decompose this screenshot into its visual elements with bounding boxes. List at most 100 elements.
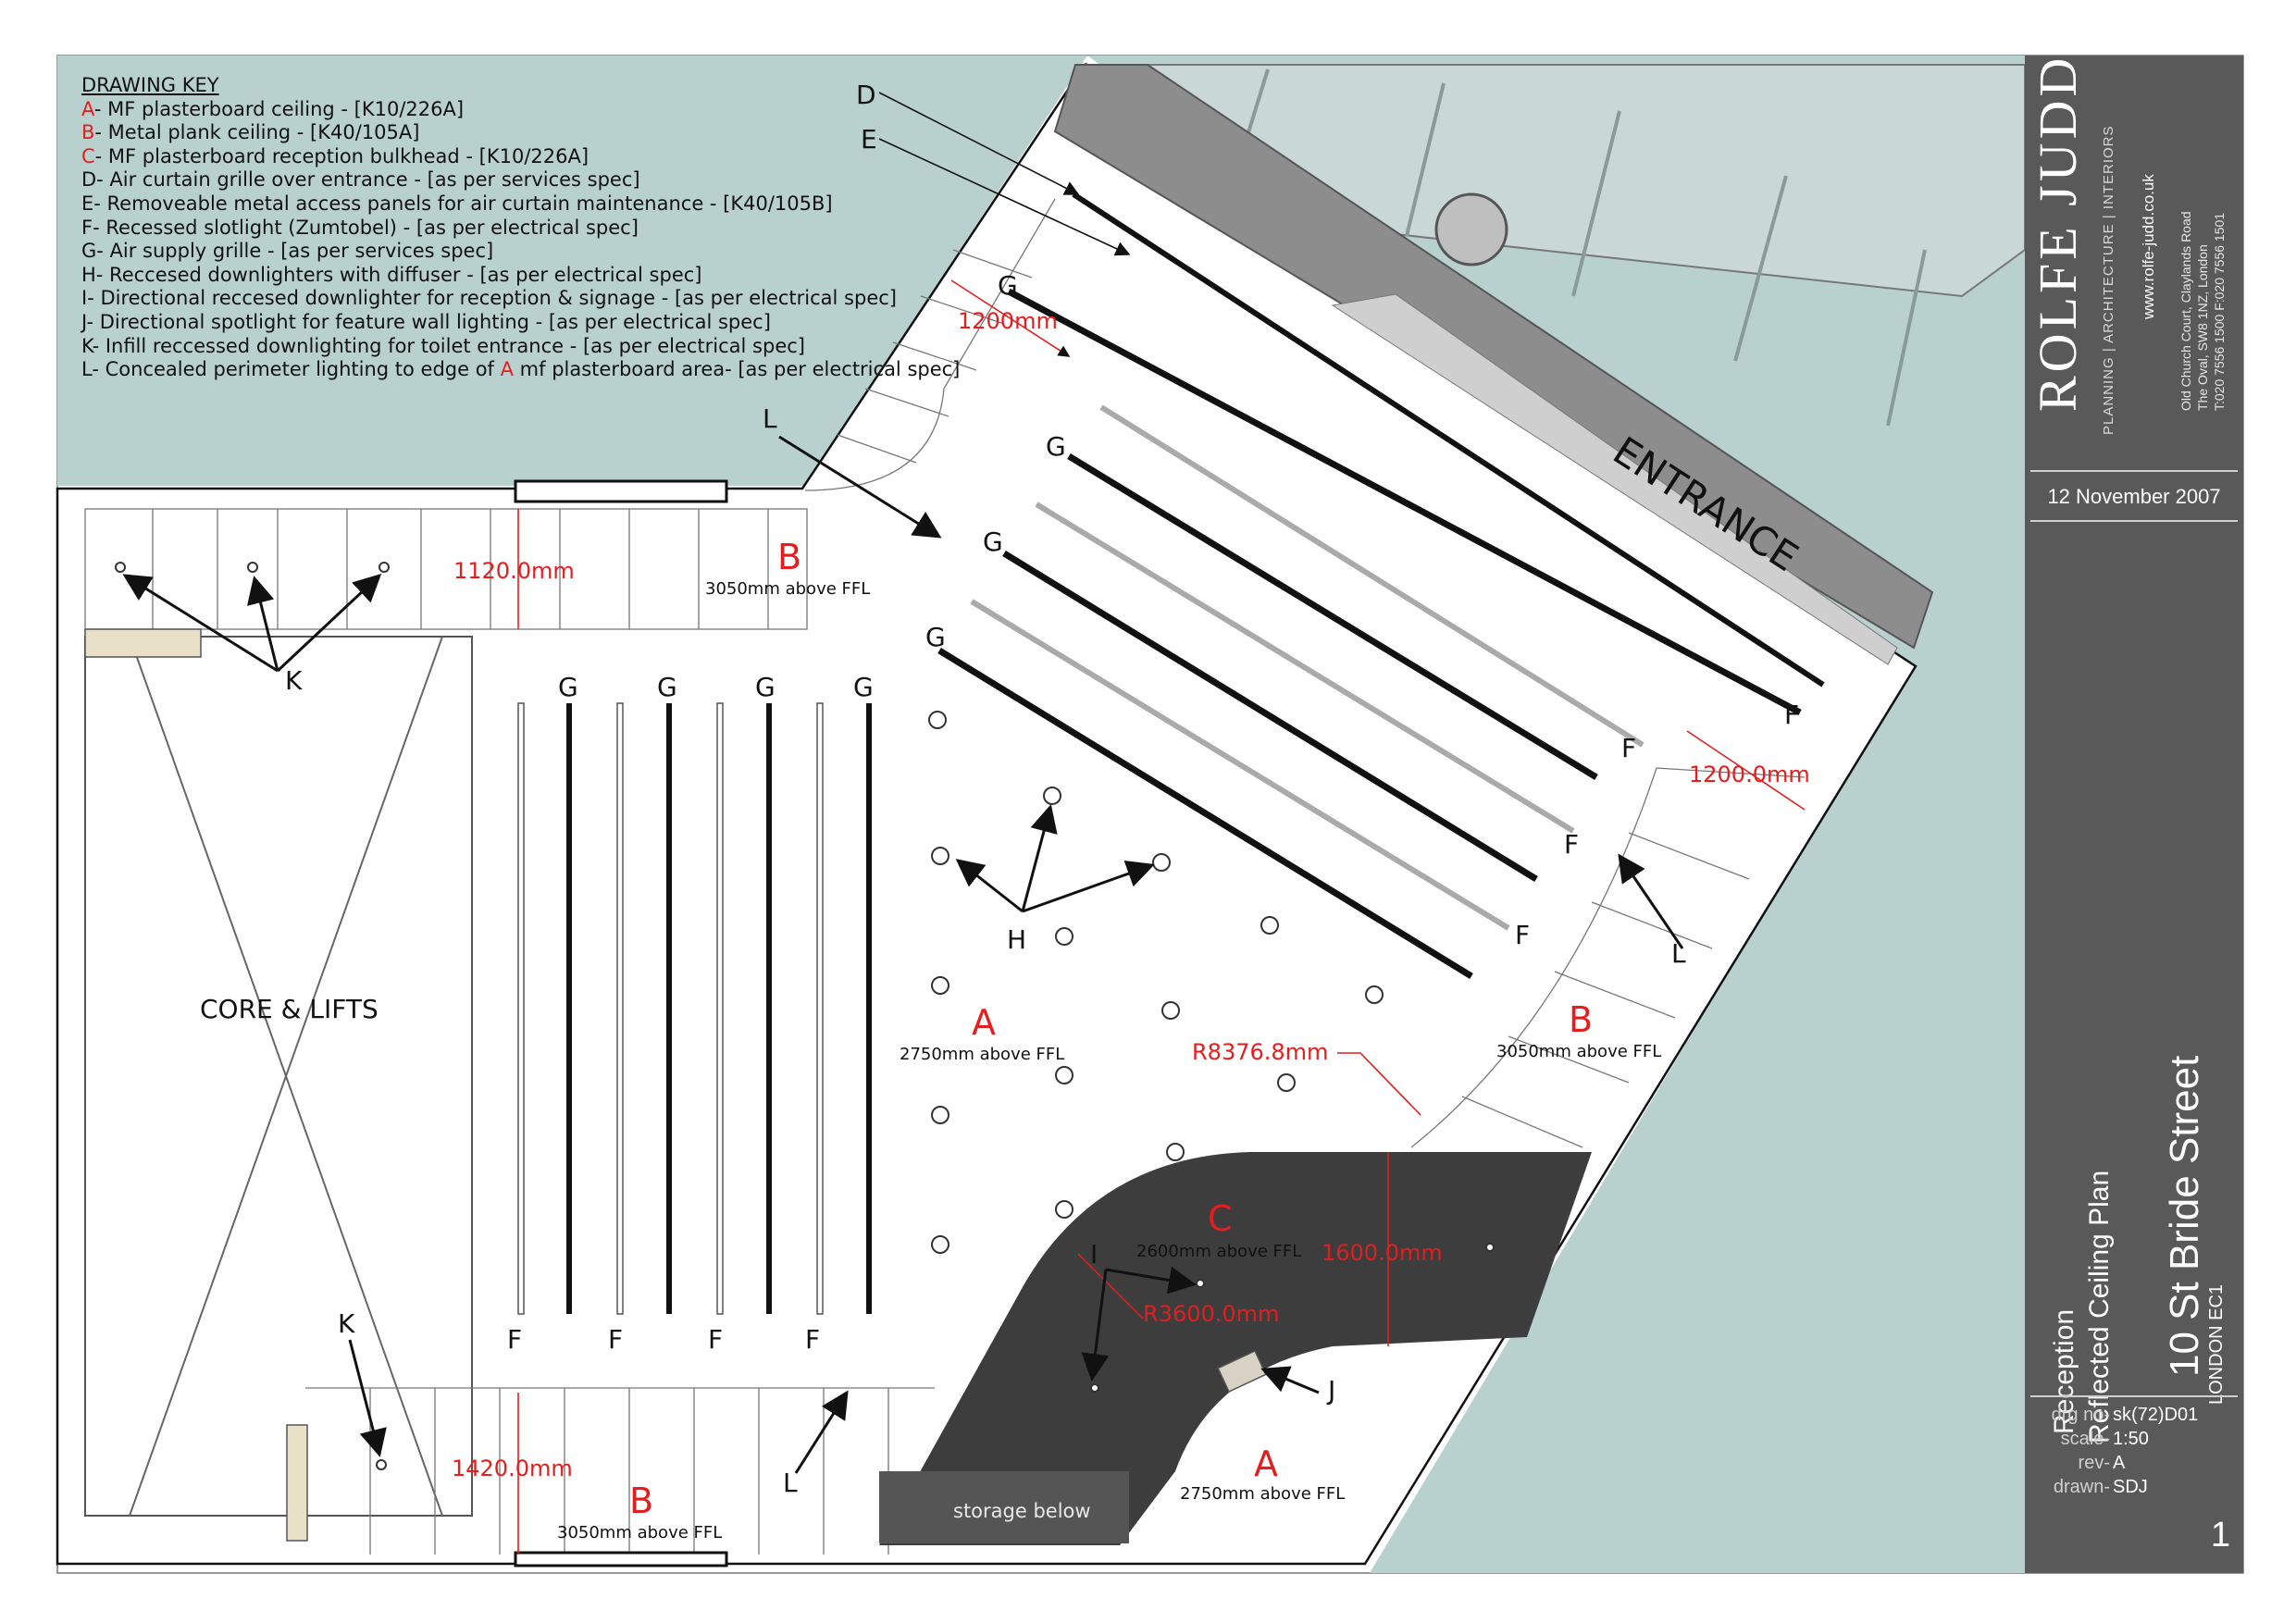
meta-drg: drg no-sk(72)D01 — [2051, 1405, 2199, 1425]
core-label: CORE & LIFTS — [200, 994, 379, 1024]
slotlights-vertical — [517, 702, 872, 1315]
callout-f-5: F — [1515, 920, 1530, 950]
callout-f-3: F — [708, 1324, 723, 1355]
key-item-l: L- Concealed perimeter lighting to edge … — [81, 358, 961, 381]
entrance-threshold — [1331, 293, 1898, 665]
zone-b-3: B — [629, 1481, 653, 1521]
callout-letters: D E G G G G G G G G F F F F F F F F H I … — [285, 80, 1799, 1498]
website: www.rolfe-judd.co.uk — [2140, 174, 2157, 319]
zone-a-2: A — [1254, 1443, 1278, 1484]
key-item-k: K- Infill reccessed downlighting for toi… — [81, 334, 805, 357]
leader-arrows — [122, 92, 1684, 1474]
level-a-2: 2750mm above FFL — [1180, 1484, 1345, 1504]
zone-b-2: B — [1569, 999, 1593, 1040]
rule-top — [2030, 470, 2238, 472]
callout-f-8: F — [1784, 700, 1799, 730]
key-item-e: E- Removeable metal access panels for ai… — [81, 192, 833, 215]
callout-g-3: G — [983, 527, 1003, 557]
key-item-i: I- Directional reccesed downlighter for … — [81, 287, 897, 310]
zone-b-1: B — [777, 537, 801, 577]
callout-l-3: L — [783, 1468, 798, 1498]
plank-zone-top — [84, 508, 808, 630]
storage-area — [879, 1471, 1129, 1543]
meta-scale: scale-1:50 — [2060, 1429, 2149, 1449]
key-item-f: F- Recessed slotlight (Zumtobel) - [as p… — [81, 216, 639, 239]
zone-levels: 2750mm above FFL 2750mm above FFL 3050mm… — [557, 579, 1661, 1542]
callout-j: J — [1326, 1375, 1335, 1406]
project-location: LONDON EC1 — [2206, 1283, 2227, 1405]
callout-l-2: L — [1671, 938, 1686, 969]
project-name: 10 St Bride Street — [2162, 1055, 2207, 1377]
dim-1200-top: 1200mm — [958, 308, 1058, 334]
drawing-date: 12 November 2007 — [2047, 485, 2221, 508]
key-item-h: H- Reccesed downlighters with diffuser -… — [81, 263, 702, 286]
downlighters — [115, 562, 1495, 1470]
key-title: DRAWING KEY — [81, 74, 219, 96]
dim-1600: 1600.0mm — [1322, 1240, 1443, 1266]
feature-spotlight — [1217, 1350, 1267, 1393]
address-line-2: The Oval, SW8 1NZ, London — [2195, 244, 2210, 411]
key-item-c: C- MF plasterboard reception bulkhead - … — [81, 144, 590, 167]
storage-label: storage below — [953, 1500, 1091, 1522]
callout-e: E — [861, 124, 877, 155]
callout-f-6: F — [1564, 829, 1579, 860]
callout-g-5: G — [558, 672, 578, 702]
sheet-number: 1 — [2210, 1516, 2230, 1555]
callout-g-2: G — [1046, 431, 1066, 462]
address-line-3: T:020 7556 1500 F:020 7556 1501 — [2212, 212, 2227, 411]
site-area-right — [1087, 56, 2025, 1573]
key-item-j: J- Directional spotlight for feature wal… — [81, 310, 771, 333]
callout-g-7: G — [755, 672, 776, 702]
callout-k-2: K — [338, 1308, 355, 1339]
brand-tagline: PLANNING | ARCHITECTURE | INTERIORS — [2101, 125, 2116, 436]
air-curtain-grille — [1072, 192, 1825, 688]
dim-1120: 1120.0mm — [453, 558, 575, 584]
key-item-g: G- Air supply grille - [as per services … — [81, 240, 494, 263]
brand-logo: ROLFE JUDD — [2028, 54, 2088, 412]
zone-letters: A A B B B C — [629, 537, 1593, 1521]
meta-rev: rev-A — [2078, 1453, 2126, 1473]
callout-h: H — [1007, 924, 1026, 955]
zone-a-1: A — [972, 1002, 996, 1043]
key-item-a: A- MF plasterboard ceiling - [K10/226A] — [81, 97, 465, 120]
callout-g-1: G — [998, 270, 1018, 301]
dimension-labels: 1200mm 1120.0mm 1200.0mm 1420.0mm R8376.… — [452, 308, 1810, 1481]
level-b-2: 3050mm above FFL — [1496, 1042, 1661, 1061]
callout-l-1: L — [763, 403, 777, 434]
callout-i: I — [1090, 1239, 1098, 1270]
plank-zone-diagonal — [804, 198, 1806, 1148]
drawing-title-2: Reflected Ceiling Plan — [2084, 1170, 2115, 1443]
reception-bulkhead — [879, 1152, 1592, 1545]
wall-light-top — [84, 628, 202, 658]
callout-g-6: G — [657, 672, 677, 702]
callout-k-1: K — [285, 665, 303, 696]
door-top — [514, 479, 728, 503]
core-cross-2 — [129, 636, 443, 1517]
core-lifts — [84, 636, 473, 1517]
site-area-top-left — [57, 56, 1087, 486]
dim-r3600: R3600.0mm — [1143, 1301, 1279, 1327]
meta-drawn: drawn-SDJ — [2053, 1477, 2148, 1497]
wall-light-bottom — [286, 1424, 308, 1542]
level-a-1: 2750mm above FFL — [900, 1045, 1064, 1064]
key-item-b: B- Metal plank ceiling - [K40/105A] — [81, 121, 420, 144]
door-bottom — [514, 1551, 728, 1567]
entrance-frame — [1053, 64, 1934, 650]
key-item-d: D- Air curtain grille over entrance - [a… — [81, 168, 640, 192]
callout-f-4: F — [805, 1324, 820, 1355]
rule-date — [2030, 520, 2238, 522]
zone-c: C — [1208, 1198, 1233, 1239]
dim-1200-right: 1200.0mm — [1689, 762, 1810, 787]
callout-d: D — [856, 80, 876, 110]
callout-g-4: G — [925, 622, 946, 652]
revolving-door — [1434, 192, 1508, 266]
dimensions — [517, 279, 1806, 1555]
callout-f-7: F — [1621, 733, 1636, 763]
callout-f-2: F — [608, 1324, 623, 1355]
callout-f-1: F — [507, 1324, 522, 1355]
address-line-1: Old Church Court, Claylands Road — [2178, 211, 2193, 411]
dim-r8376: R8376.8mm — [1192, 1039, 1328, 1065]
title-block: ROLFE JUDD PLANNING | ARCHITECTURE | INT… — [2025, 54, 2243, 1573]
level-c: 2600mm above FFL — [1136, 1242, 1301, 1261]
callout-g-8: G — [853, 672, 874, 702]
